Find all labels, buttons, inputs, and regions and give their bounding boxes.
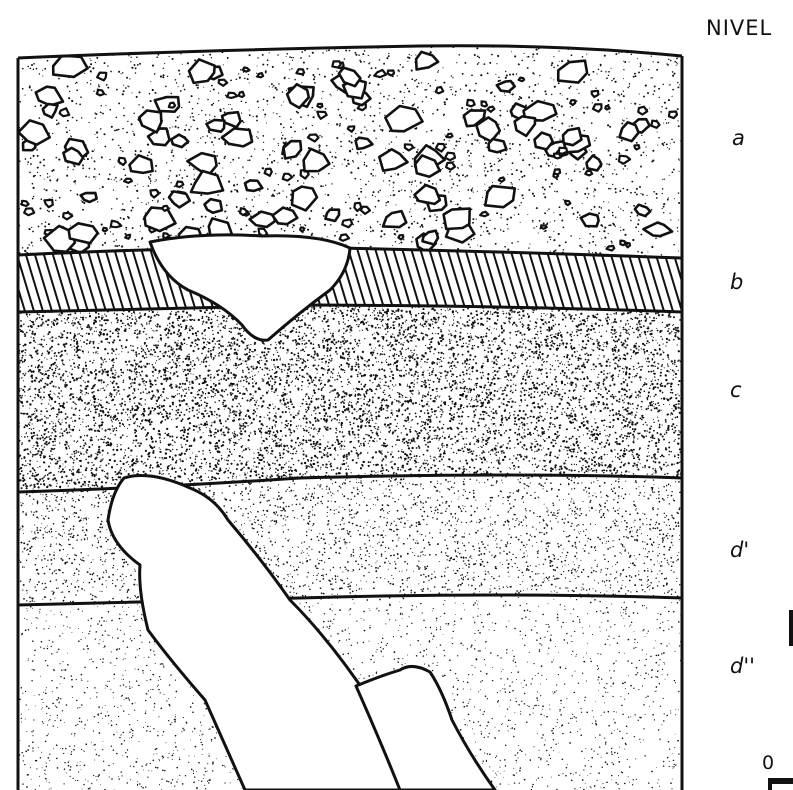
scale-bar-base-edge bbox=[768, 778, 772, 790]
layer-label-b: b bbox=[730, 270, 743, 294]
scale-bar-vertical bbox=[789, 610, 793, 646]
layer-label-a: a bbox=[732, 126, 745, 150]
layer-label-d1: d' bbox=[730, 538, 749, 562]
scale-zero-label: 0 bbox=[762, 752, 774, 774]
heading-nivel: NIVEL bbox=[706, 16, 772, 40]
layer-label-d2: d'' bbox=[730, 654, 755, 678]
layer-label-c: c bbox=[730, 378, 742, 402]
